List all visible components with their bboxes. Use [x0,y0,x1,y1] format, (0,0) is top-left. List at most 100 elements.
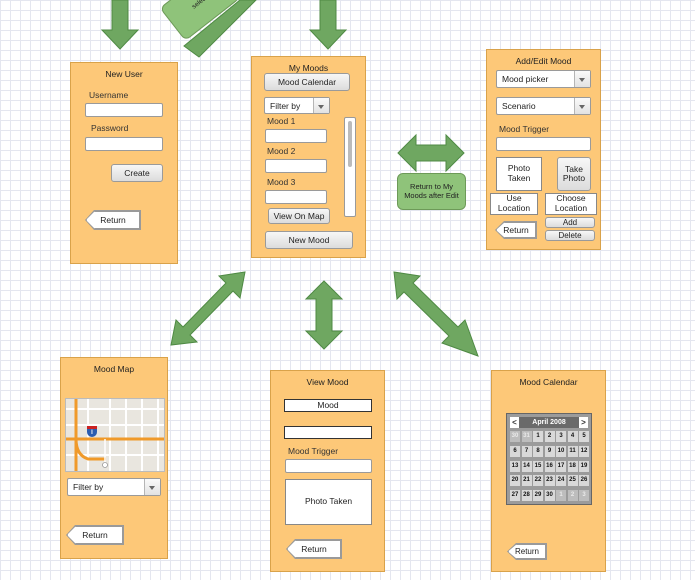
scroll-thumb[interactable] [348,121,352,167]
view-on-map-button[interactable]: View On Map [268,208,330,224]
photo-taken-box: Photo Taken [496,157,542,191]
mood-3-label: Mood 3 [267,177,296,187]
calendar-day[interactable]: 2 [544,431,555,442]
calendar-day[interactable]: 16 [544,460,555,472]
username-input[interactable] [85,103,163,117]
calendar-day[interactable]: 1 [556,490,566,502]
calendar-day[interactable]: 26 [579,475,589,487]
calendar-day[interactable]: 20 [510,475,520,487]
mood-calendar-button[interactable]: Mood Calendar [264,73,350,91]
use-location-button[interactable]: Use Location [490,193,538,215]
mood-2-input[interactable] [265,159,327,173]
screen-title: Mood Map [93,364,135,374]
password-input[interactable] [85,137,163,151]
calendar-day[interactable]: 29 [533,490,543,502]
mood-3-input[interactable] [265,190,327,204]
screen-title: View Mood [306,377,349,387]
calendar-day[interactable]: 12 [579,445,589,457]
mood-trigger-label: Mood Trigger [288,446,339,456]
choose-location-button[interactable]: Choose Location [545,193,597,215]
list-scrollbar[interactable] [344,117,356,217]
scenario-select[interactable]: Scenario [496,97,591,115]
mood-picker-select[interactable]: Mood picker [496,70,591,88]
mood-map-screen: Mood Map I Filter by Return [60,357,168,559]
map-roads [66,399,164,471]
new-user-screen: New User Username Password Create Return [70,62,178,264]
create-button[interactable]: Create [111,164,163,182]
map-view[interactable]: I [65,398,165,472]
arrow-double-vertical [304,280,344,350]
add-edit-mood-screen: Add/Edit Mood Mood picker Scenario Mood … [486,49,601,250]
calendar-day[interactable]: 15 [533,460,543,472]
calendar-day[interactable]: 6 [510,445,520,457]
mood-trigger-label: Mood Trigger [499,124,550,134]
calendar-day[interactable]: 23 [544,475,555,487]
screen-title: Add/Edit Mood [515,56,572,66]
add-button[interactable]: Add [545,217,595,228]
return-note: Return to My Moods after Edit [397,173,466,210]
view-mood-screen: View Mood Mood Mood Trigger Photo Taken … [270,370,385,572]
return-button[interactable]: Return [508,544,546,559]
return-button[interactable]: Return [496,222,536,238]
calendar-day[interactable]: 9 [544,445,555,457]
delete-button[interactable]: Delete [545,230,595,241]
chevron-down-icon[interactable] [313,98,329,113]
return-button[interactable]: Return [67,526,123,544]
calendar-day[interactable]: 3 [556,431,566,442]
mood-trigger-input[interactable] [496,137,591,151]
calendar-day[interactable]: 3 [579,490,589,502]
arrow-double-horizontal [397,133,465,173]
calendar-day[interactable]: 13 [510,460,520,472]
filter-select[interactable]: Filter by [264,97,330,114]
filter-value: Filter by [73,482,104,492]
calendar-day[interactable]: 5 [579,431,589,442]
take-photo-button[interactable]: Take Photo [557,157,591,191]
calendar-day[interactable]: 4 [567,431,578,442]
prev-month-button[interactable]: < [510,417,519,428]
calendar-day[interactable]: 31 [521,431,532,442]
chevron-down-icon[interactable] [574,98,590,114]
calendar-day[interactable]: 24 [556,475,566,487]
arrow-diagonal-bar [183,0,257,58]
calendar-day[interactable]: 22 [533,475,543,487]
calendar-day[interactable]: 25 [567,475,578,487]
calendar-day[interactable]: 14 [521,460,532,472]
arrow-down-left [100,0,140,50]
my-moods-screen: My Moods Mood Calendar Filter by Mood 1 … [251,56,366,258]
calendar-day[interactable]: 21 [521,475,532,487]
chevron-down-icon[interactable] [574,71,590,87]
calendar-header: < April 2008 > [510,417,588,428]
interstate-shield-icon: I [87,426,97,437]
calendar-day[interactable]: 19 [579,460,589,472]
new-mood-button[interactable]: New Mood [265,231,353,249]
calendar-day[interactable]: 11 [567,445,578,457]
calendar-day[interactable]: 27 [510,490,520,502]
screen-title: My Moods [288,63,329,73]
calendar-day[interactable]: 30 [510,431,520,442]
return-button[interactable]: Return [287,540,341,558]
filter-select[interactable]: Filter by [67,478,161,496]
calendar-day[interactable]: 30 [544,490,555,502]
mood-trigger-input[interactable] [285,459,372,473]
calendar-day[interactable]: 7 [521,445,532,457]
mood-1-input[interactable] [265,129,327,143]
mood-1-label: Mood 1 [267,116,296,126]
return-button[interactable]: Return [86,211,140,229]
calendar-day[interactable]: 28 [521,490,532,502]
calendar-day[interactable]: 8 [533,445,543,457]
arrow-down-mid [308,0,348,50]
chevron-down-icon[interactable] [144,479,160,495]
calendar-day[interactable]: 17 [556,460,566,472]
top-note-text: select [191,0,209,11]
calendar-day[interactable]: 1 [533,431,543,442]
arrow-double-diag-right [393,271,479,357]
arrow-double-diag-left [170,271,246,346]
calendar-day[interactable]: 18 [567,460,578,472]
calendar-day[interactable]: 2 [567,490,578,502]
calendar-day[interactable]: 10 [556,445,566,457]
password-label: Password [91,123,129,133]
next-month-button[interactable]: > [579,417,588,428]
